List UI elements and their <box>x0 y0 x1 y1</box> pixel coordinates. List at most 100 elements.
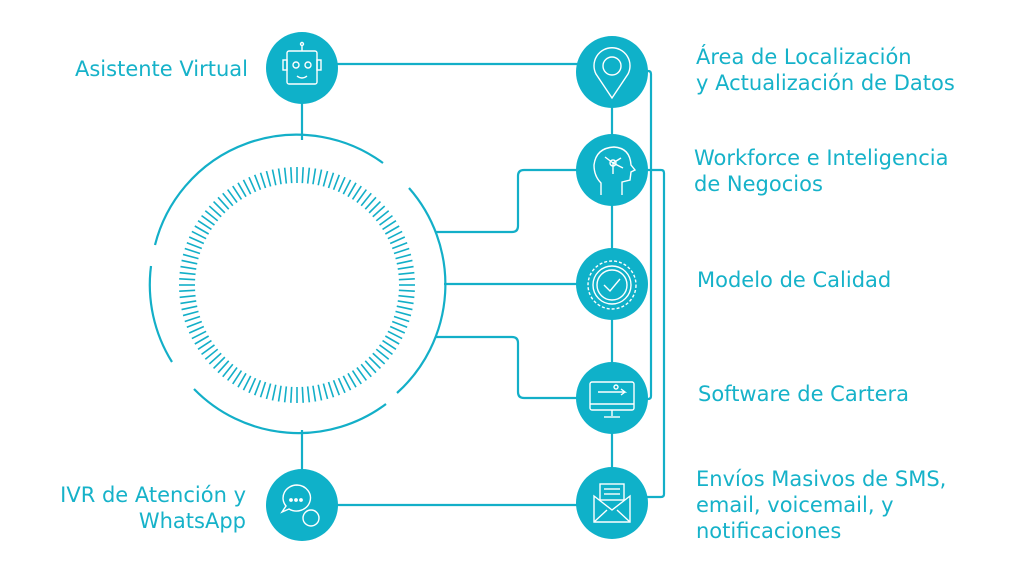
tick-mark <box>387 330 403 340</box>
tick-mark <box>201 214 215 226</box>
tick-mark <box>271 384 277 401</box>
tick-mark <box>181 259 198 265</box>
label-ivr-line1: IVR de Atención y <box>60 483 246 507</box>
tick-mark <box>372 205 386 218</box>
quality-badge-icon <box>587 260 637 310</box>
tick-mark <box>389 236 406 245</box>
tick-mark <box>360 192 372 207</box>
node-calidad[interactable] <box>576 248 648 320</box>
tick-mark <box>283 386 288 403</box>
node-workforce[interactable] <box>576 134 648 206</box>
tick-mark <box>182 253 199 260</box>
tick-mark <box>194 225 210 235</box>
connector-hub-workforce <box>436 168 612 234</box>
tick-mark <box>248 377 257 394</box>
tick-mark <box>180 300 197 305</box>
label-workforce-line1: Workforce e Inteligencia <box>694 146 949 170</box>
node-chat[interactable] <box>266 469 338 541</box>
tick-mark <box>222 192 234 207</box>
tick-mark <box>212 356 226 370</box>
tick-mark <box>180 265 197 270</box>
tick-mark <box>217 360 230 374</box>
tick-mark <box>397 300 414 305</box>
tick-mark <box>395 253 412 260</box>
icon-nodes <box>266 32 648 541</box>
tick-mark <box>277 385 282 402</box>
tick-mark <box>181 305 198 311</box>
tick-mark <box>384 335 400 345</box>
label-ivr-line2: WhatsApp <box>138 509 246 533</box>
tick-mark <box>322 170 329 187</box>
tick-mark <box>379 344 393 356</box>
tick-mark <box>379 214 393 226</box>
tick-mark <box>306 167 311 184</box>
tick-mark <box>248 176 257 193</box>
tick-mark <box>393 315 410 323</box>
tick-mark <box>226 367 238 381</box>
tick-mark <box>222 363 234 378</box>
tick-mark <box>398 289 415 292</box>
tick-mark <box>398 294 415 299</box>
node-envelope[interactable] <box>576 467 648 539</box>
tick-mark <box>208 205 222 218</box>
node-location[interactable] <box>576 36 648 108</box>
label-workforce: Workforce e Inteligencia de Negocios <box>694 145 948 197</box>
tick-mark <box>179 278 196 281</box>
tick-mark <box>391 241 408 250</box>
tick-mark <box>226 189 238 203</box>
tick-mark <box>290 167 293 184</box>
tick-mark <box>232 185 243 200</box>
tick-mark <box>208 352 222 365</box>
node-robot[interactable] <box>266 32 338 104</box>
tick-mark <box>375 348 390 360</box>
label-localizacion: Área de Localización y Actualización de … <box>696 44 955 96</box>
tick-mark <box>382 220 397 231</box>
tick-mark <box>351 185 362 200</box>
envelope-icon <box>593 483 631 523</box>
tick-mark <box>188 236 205 245</box>
tick-mark <box>332 379 341 396</box>
tick-mark <box>347 372 357 388</box>
tick-mark <box>237 372 247 388</box>
label-asistente-virtual: Asistente Virtual <box>75 57 248 81</box>
tick-mark <box>342 179 352 195</box>
tick-mark <box>253 379 262 396</box>
tick-mark <box>347 182 357 198</box>
tick-mark <box>351 370 362 385</box>
bracket-inner <box>640 69 653 401</box>
tick-mark <box>312 385 317 402</box>
tick-mark <box>201 344 215 356</box>
hub-outer-ring <box>148 133 447 435</box>
tick-mark <box>217 196 230 210</box>
node-software[interactable] <box>576 362 648 434</box>
tick-mark <box>179 294 196 299</box>
tick-mark <box>179 289 196 292</box>
label-envios-line1: Envíos Masivos de SMS, <box>696 467 947 491</box>
tick-mark <box>271 169 277 186</box>
tick-mark <box>372 352 386 365</box>
tick-mark <box>186 241 203 250</box>
label-ivr-whatsapp: IVR de Atención y WhatsApp <box>60 482 246 534</box>
tick-mark <box>188 325 205 334</box>
brain-network-icon <box>593 146 637 195</box>
tick-mark <box>265 383 272 400</box>
tick-mark <box>301 386 304 403</box>
tick-mark <box>364 360 377 374</box>
tick-mark <box>204 210 219 222</box>
tick-mark <box>191 330 207 340</box>
label-workforce-line2: de Negocios <box>694 172 823 196</box>
tick-mark <box>242 375 252 391</box>
label-envios-line3: notificaciones <box>696 519 842 543</box>
label-envios: Envíos Masivos de SMS, email, voicemail,… <box>696 466 946 544</box>
tick-mark <box>391 320 408 329</box>
tick-mark <box>368 200 382 214</box>
location-pin-icon <box>593 47 631 100</box>
tick-mark <box>182 310 199 317</box>
tick-mark <box>277 168 282 185</box>
tick-mark <box>237 182 247 198</box>
tick-mark <box>337 377 346 394</box>
tick-mark <box>301 167 304 184</box>
tick-mark <box>259 381 267 398</box>
tick-mark <box>398 271 415 276</box>
tick-mark <box>283 167 288 184</box>
